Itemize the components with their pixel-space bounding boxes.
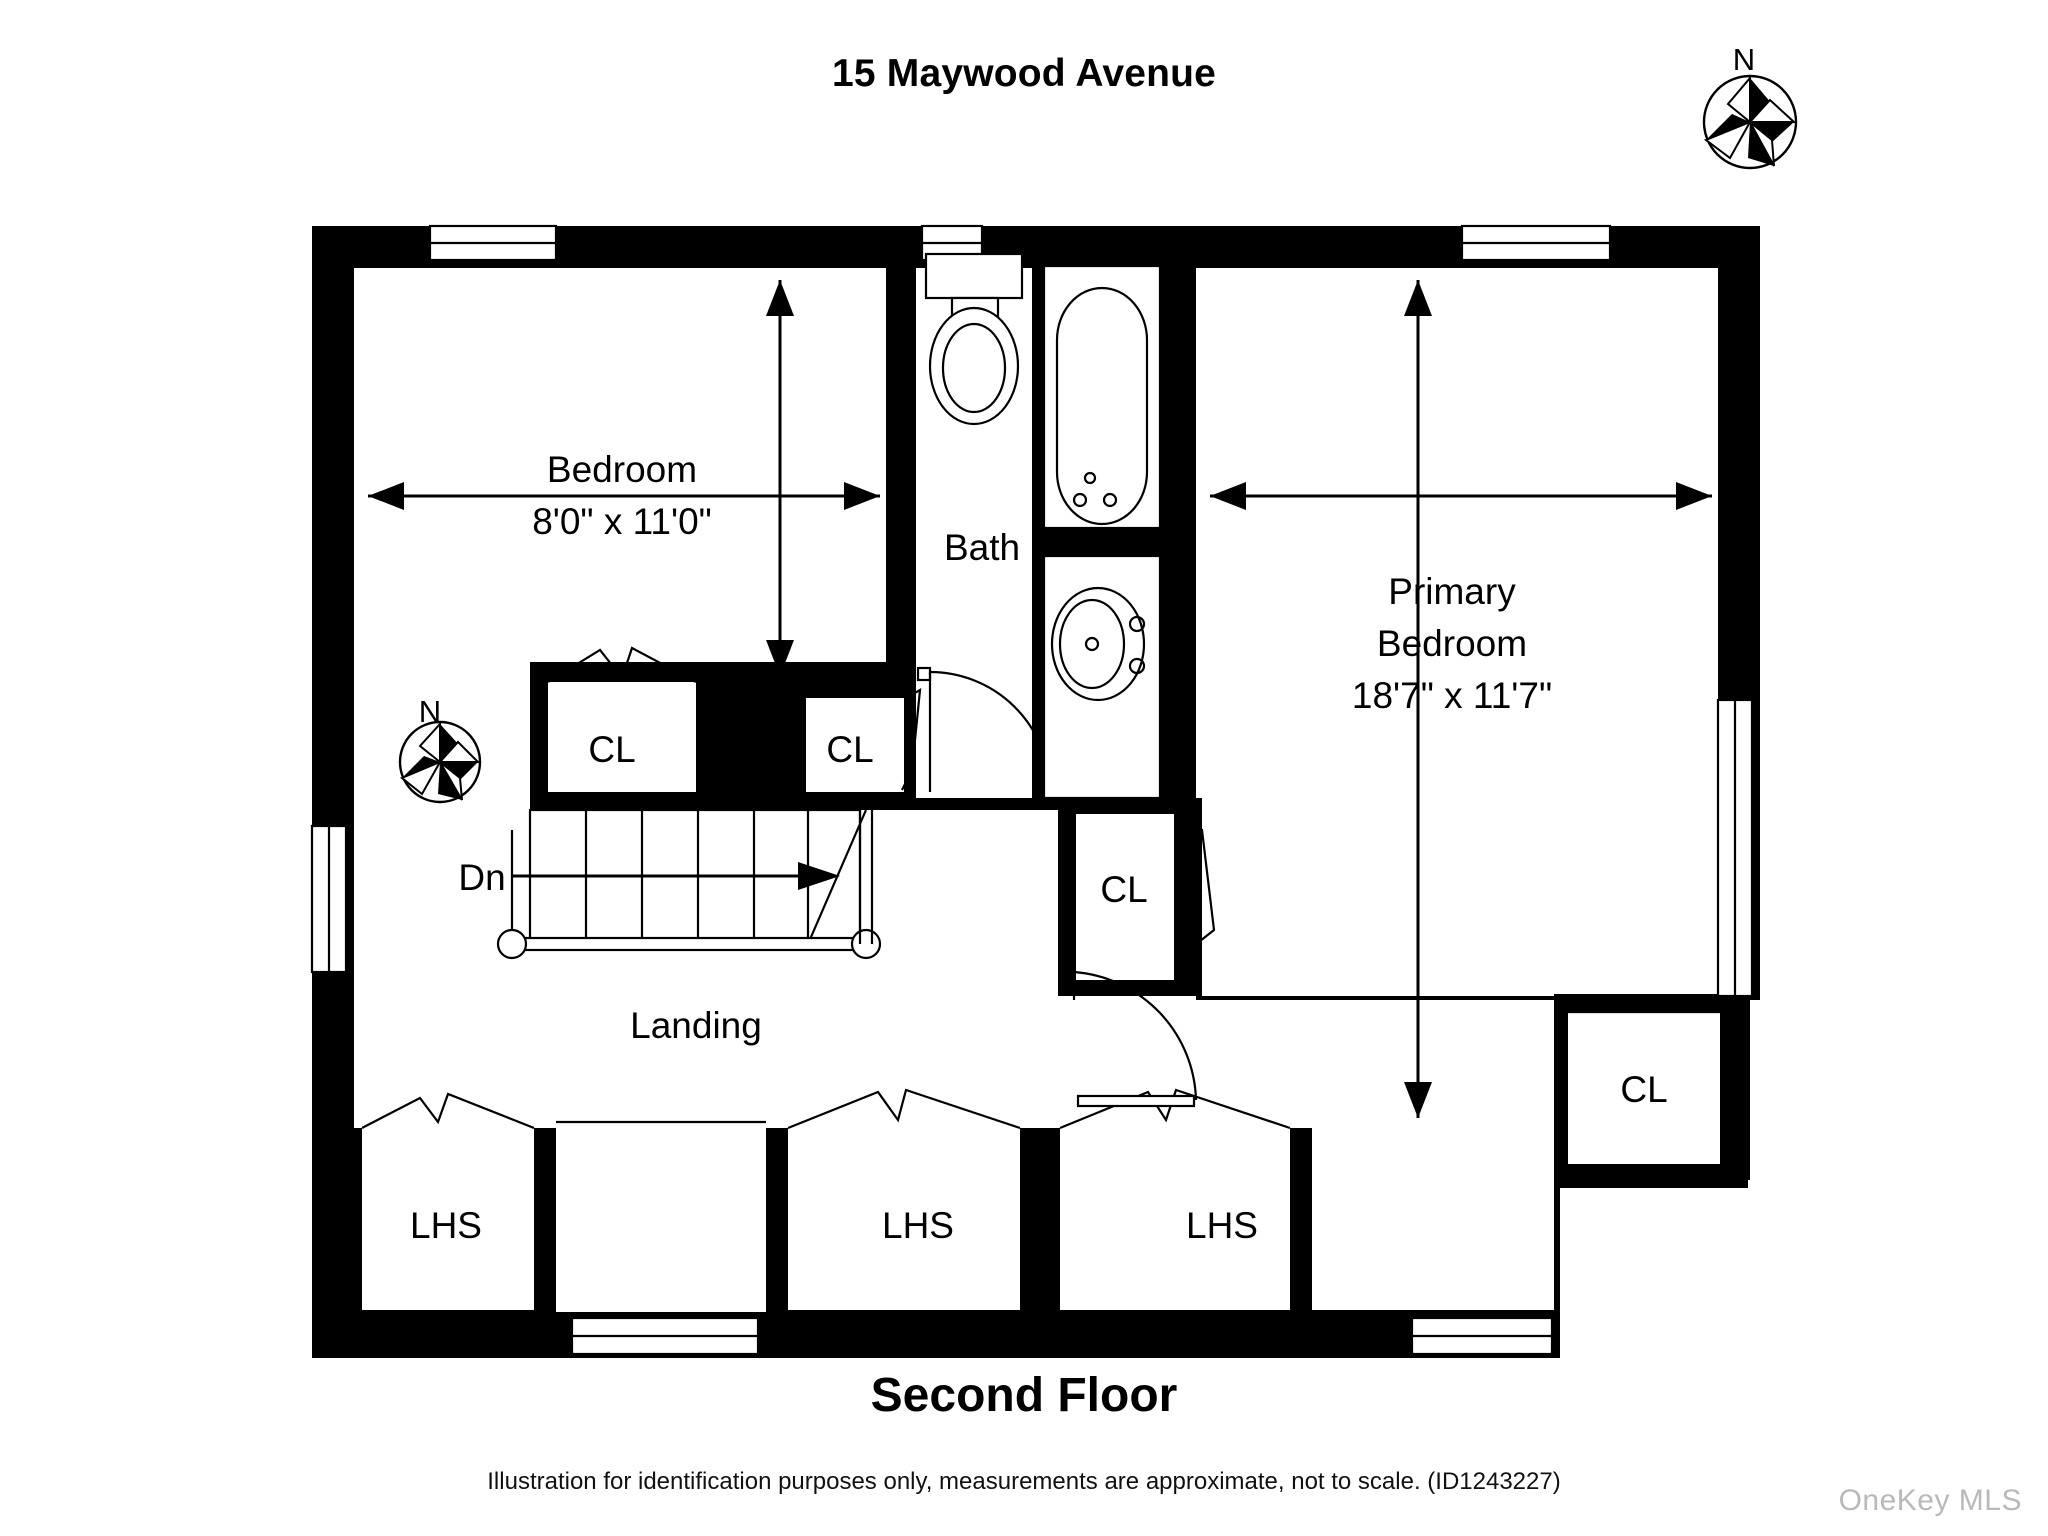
closet-primary-interior (1568, 1012, 1720, 1164)
closet-hall-door (1175, 826, 1216, 961)
closet-bedroom-right-door (901, 687, 922, 791)
compass-top-right-label: N (1733, 42, 1755, 77)
lhs-left-label: LHS (410, 1205, 482, 1246)
closet-bedroom-right-label: CL (826, 729, 873, 770)
lhs-center-interior (788, 1128, 1020, 1310)
closet-hall-interior (1076, 814, 1174, 980)
lhs-center-label: LHS (882, 1205, 954, 1246)
bathtub-icon (1042, 264, 1162, 530)
room-text-labels: Bedroom 8'0" x 11'0" Bath Primary Bedroo… (410, 449, 1668, 1246)
floor-label: Second Floor (870, 1369, 1178, 1422)
closet-hall (1058, 798, 1216, 996)
closet-hall-label: CL (1100, 869, 1147, 910)
lhs-far-right-interior (1312, 1128, 1554, 1310)
room-bedroom (354, 268, 886, 682)
closet-bedroom-left-interior (548, 682, 696, 792)
label-bedroom-dims: 8'0" x 11'0" (532, 501, 712, 542)
staircase (496, 808, 882, 960)
windows (310, 224, 1754, 1356)
dimension-arrows (368, 280, 1712, 1118)
label-bath-name: Bath (944, 527, 1020, 568)
lhs-gap-interior (556, 1122, 766, 1312)
compass-top-right: N (1702, 42, 1798, 170)
label-primary-dims: 18'7" x 11'7" (1352, 675, 1552, 716)
closet-bedroom-right-interior (806, 698, 904, 792)
lhs-center-slope (787, 1088, 1021, 1130)
lhs-left-interior (362, 1128, 534, 1310)
page-title: 15 Maywood Avenue (831, 52, 1217, 95)
closet-bedroom-left-label: CL (588, 729, 635, 770)
closet-primary (1554, 994, 1750, 1180)
lhs-right-interior (1060, 1128, 1290, 1310)
closet-band (530, 646, 922, 810)
closet-primary-label: CL (1620, 1069, 1667, 1110)
room-primary-bedroom (1196, 268, 1718, 996)
room-landing-right (1150, 1000, 1554, 1128)
label-stair-direction: Dn (458, 857, 505, 898)
toilet-icon (924, 252, 1024, 426)
watermark-onekey-mls: OneKey MLS (1838, 1484, 2022, 1517)
door-primary-bedroom (1072, 970, 1198, 1108)
lhs-left-slope (361, 1092, 535, 1130)
compass-plan-label: N (419, 694, 441, 729)
lhs-band (361, 1088, 1554, 1312)
label-landing: Landing (630, 1005, 762, 1046)
closet-bedroom-left-door (547, 646, 697, 683)
label-bedroom-name: Bedroom (547, 449, 697, 490)
sink-icon (1042, 554, 1162, 800)
disclaimer-text: Illustration for identification purposes… (487, 1468, 1561, 1495)
label-primary-line1: Primary (1388, 571, 1516, 612)
bath-fixtures (924, 252, 1162, 800)
compass-plan: N (398, 694, 482, 804)
lhs-right-label: LHS (1186, 1205, 1258, 1246)
label-primary-line2: Bedroom (1377, 623, 1527, 664)
stair-direction-arrow (512, 862, 840, 890)
